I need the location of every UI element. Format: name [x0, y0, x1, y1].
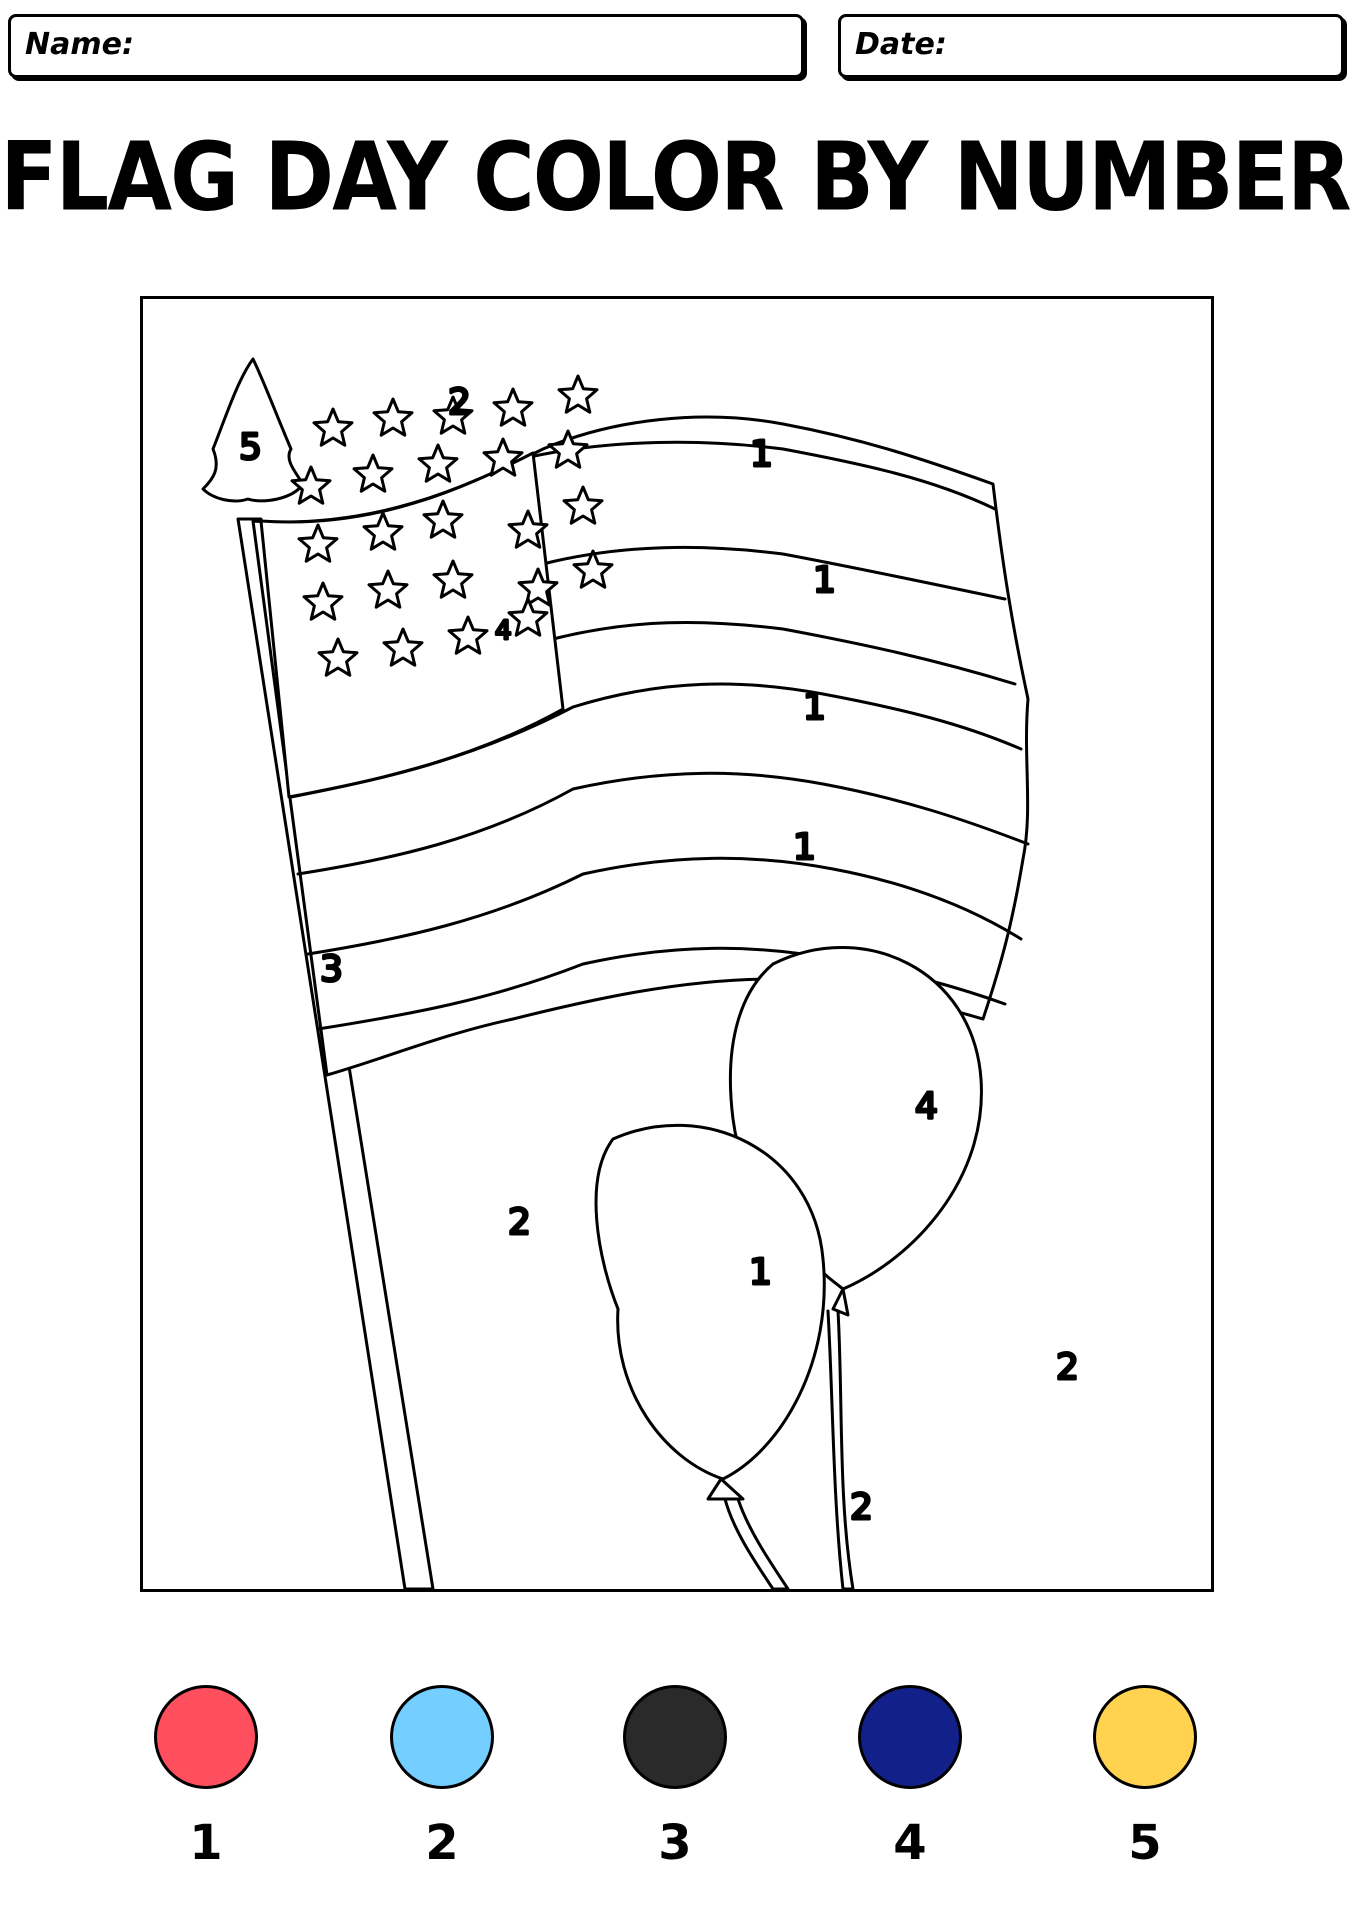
star-icon — [362, 511, 404, 551]
legend-number: 2 — [425, 1815, 459, 1871]
star-icon — [417, 443, 459, 483]
finial-label: 5 — [239, 427, 262, 468]
legend-item-2: 2 — [387, 1685, 497, 1871]
legend-item-4: 4 — [855, 1685, 965, 1871]
name-field[interactable]: Name: — [8, 14, 804, 78]
coloring-canvas[interactable]: 5 2 1 1 1 1 4 3 4 1 2 2 2 — [140, 296, 1214, 1592]
sky-label: 2 — [850, 1487, 873, 1528]
balloon-front-label: 1 — [749, 1252, 772, 1293]
balloon-back-label: 4 — [915, 1086, 938, 1127]
star-icon — [447, 615, 489, 655]
legend-item-3: 3 — [620, 1685, 730, 1871]
star-icon — [290, 465, 332, 505]
star-icon — [547, 429, 589, 469]
flag-stripe-label: 1 — [750, 434, 773, 475]
star-icon — [557, 374, 599, 414]
star-icon — [312, 407, 354, 447]
canton-stars — [290, 374, 614, 677]
flag-stripe-label: 1 — [793, 827, 816, 868]
date-field[interactable]: Date: — [838, 14, 1344, 78]
star-icon — [382, 627, 424, 667]
color-swatch-3 — [623, 1685, 727, 1789]
legend-number: 5 — [1128, 1815, 1162, 1871]
star-icon — [432, 395, 474, 435]
star-icon — [432, 559, 474, 599]
sky-label: 2 — [508, 1202, 531, 1243]
legend-number: 3 — [658, 1815, 692, 1871]
flag-balloons-illustration: 5 2 1 1 1 1 4 3 4 1 2 2 2 — [201, 357, 1080, 1589]
legend-number: 4 — [893, 1815, 927, 1871]
star-icon — [517, 567, 559, 607]
star-icon — [317, 637, 359, 677]
date-label: Date: — [855, 27, 947, 62]
star-icon — [302, 581, 344, 621]
flag-stripe-label: 1 — [813, 560, 836, 601]
star-icon — [492, 387, 534, 427]
color-swatch-4 — [858, 1685, 962, 1789]
star-icon — [482, 437, 524, 477]
color-swatch-1 — [154, 1685, 258, 1789]
balloon-back-string — [826, 1309, 855, 1589]
sky-label: 2 — [448, 382, 471, 423]
star-icon — [572, 549, 614, 589]
color-swatch-5 — [1093, 1685, 1197, 1789]
legend-item-1: 1 — [151, 1685, 261, 1871]
balloon-front — [594, 1123, 826, 1481]
star-icon — [507, 509, 549, 549]
star-icon — [352, 453, 394, 493]
sky-label: 2 — [1056, 1347, 1079, 1388]
star-icon — [422, 499, 464, 539]
color-swatch-2 — [390, 1685, 494, 1789]
pole-label: 3 — [320, 949, 343, 990]
legend-number: 1 — [189, 1815, 223, 1871]
finial — [201, 357, 305, 503]
star-icon — [562, 485, 604, 525]
page-title: FLAG DAY COLOR BY NUMBER — [0, 122, 1350, 232]
star-icon — [367, 569, 409, 609]
balloon-front-string — [723, 1497, 790, 1589]
canton-label: 4 — [495, 616, 512, 646]
star-icon — [372, 397, 414, 437]
name-label: Name: — [25, 27, 134, 62]
star-icon — [507, 597, 549, 637]
legend-item-5: 5 — [1090, 1685, 1200, 1871]
flag-stripe-label: 1 — [803, 687, 826, 728]
star-icon — [297, 523, 339, 563]
